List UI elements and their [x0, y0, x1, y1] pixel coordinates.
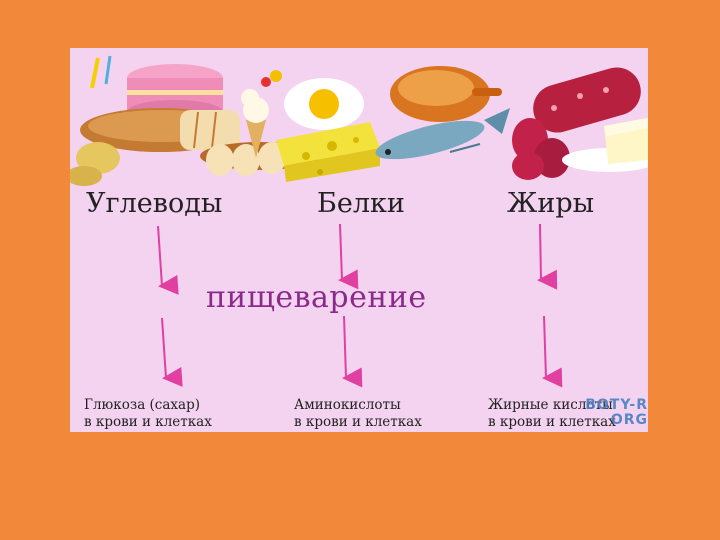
heading-proteins: Белки: [317, 188, 405, 219]
diagram-panel: Углеводы Белки Жиры пищеварение Глюкоза …: [70, 48, 648, 432]
bread-icon: [80, 108, 240, 152]
ice-cream-icon: [241, 70, 282, 158]
watermark-line1: BOTY-R: [585, 397, 648, 413]
fish-icon: [375, 108, 510, 160]
watermark-line2: ORG: [610, 412, 648, 428]
result-amino-acids-line1: Аминокислоты: [294, 397, 401, 413]
arrow-fats-top: [537, 223, 558, 290]
cheese-icon: [276, 122, 380, 182]
egg-icon: [284, 78, 364, 130]
arrow-proteins-top: [338, 223, 359, 290]
result-glucose-line2: в крови и клетках: [84, 414, 212, 430]
butter-icon: [562, 118, 648, 172]
result-glucose-line1: Глюкоза (сахар): [84, 397, 200, 413]
result-amino-acids: Аминокислоты в крови и клетках: [294, 397, 422, 431]
potato-icon: [70, 142, 120, 186]
result-fatty-acids-line1: Жирные кислоты: [488, 397, 613, 413]
arrow-carbohydrates-bottom: [161, 317, 183, 387]
food-illustration: [70, 55, 648, 186]
result-fatty-acids: Жирные кислоты в крови и клетках: [488, 397, 616, 431]
roast-chicken-icon: [390, 66, 502, 122]
result-amino-acids-line2: в крови и клетках: [294, 414, 422, 430]
heading-fats: Жиры: [507, 188, 595, 219]
arrow-fats-bottom: [542, 315, 563, 388]
candle-icon: [90, 55, 112, 89]
digestion-label: пищеварение: [206, 280, 427, 315]
watermark: BOTY-R ORG: [582, 398, 648, 428]
arrow-carbohydrates-top: [157, 225, 179, 295]
sausage-icon: [512, 67, 641, 180]
result-glucose: Глюкоза (сахар) в крови и клетках: [84, 397, 212, 431]
heading-carbohydrates: Углеводы: [86, 188, 223, 219]
result-fatty-acids-line2: в крови и клетках: [488, 414, 616, 430]
arrow-proteins-bottom: [342, 315, 363, 388]
